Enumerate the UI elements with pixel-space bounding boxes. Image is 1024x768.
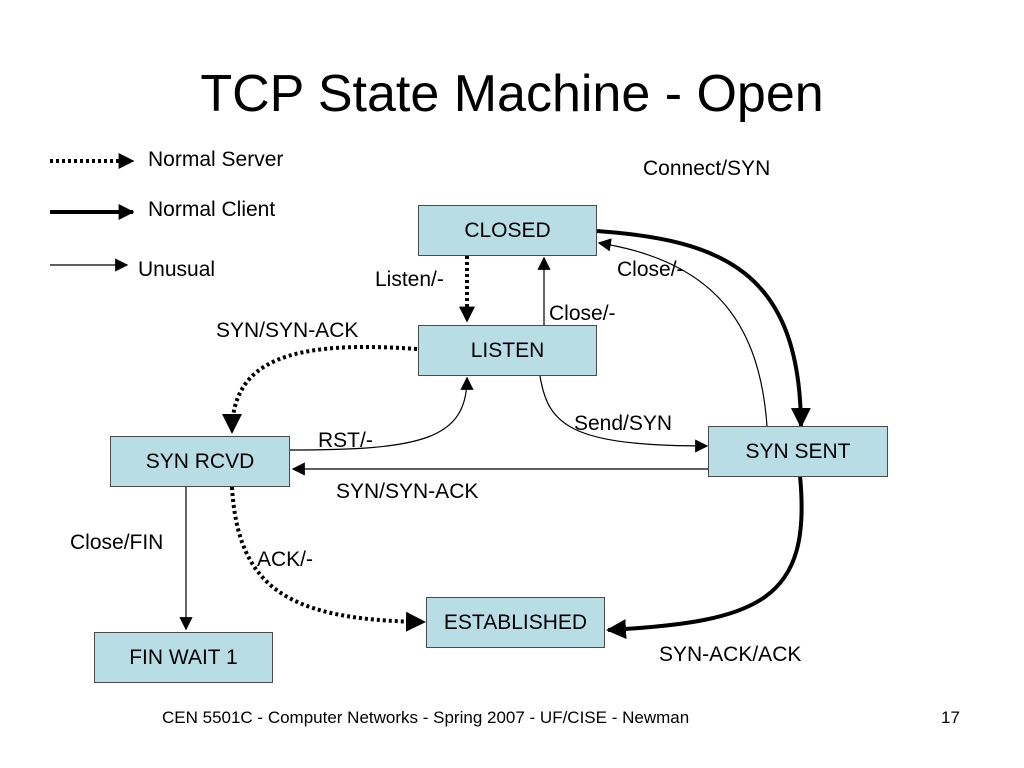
- label-close-fin: Close/FIN: [70, 531, 164, 554]
- edge-listen-to-synsent: [539, 375, 709, 453]
- edge-synsent-to-established: [606, 475, 804, 640]
- label-close-listen: Close/-: [549, 302, 616, 325]
- state-listen: LISTEN: [418, 325, 597, 376]
- label-connect-syn: Connect/SYN: [643, 157, 771, 180]
- state-established: ESTABLISHED: [426, 597, 605, 648]
- legend-unusual-label: Unusual: [138, 258, 216, 281]
- label-close-synsent: Close/-: [617, 258, 684, 281]
- legend-client-label: Normal Client: [148, 198, 276, 221]
- label-ack: ACK/-: [257, 548, 314, 571]
- label-rst: RST/-: [318, 429, 373, 452]
- label-send-syn: Send/SYN: [574, 412, 673, 435]
- edge-closed-to-synsent: [596, 229, 811, 428]
- state-syn-rcvd: SYN RCVD: [110, 436, 290, 487]
- legend-server-label: Normal Server: [148, 148, 284, 171]
- edge-synsent-to-closed: [597, 238, 768, 427]
- footer-course: CEN 5501C - Computer Networks - Spring 2…: [162, 708, 690, 727]
- edge-synrcvd-to-listen: [289, 376, 474, 451]
- label-synack-ack: SYN-ACK/ACK: [659, 643, 802, 666]
- edge-listen-to-synrcvd: [222, 345, 418, 434]
- page-number: 17: [941, 708, 960, 727]
- state-fin-wait-1: FIN WAIT 1: [94, 632, 273, 683]
- label-listen: Listen/-: [375, 268, 444, 291]
- state-syn-sent: SYN SENT: [708, 426, 888, 477]
- state-closed: CLOSED: [418, 205, 597, 256]
- edge-synrcvd-to-established: [230, 486, 426, 632]
- slide-title: TCP State Machine - Open: [200, 65, 824, 123]
- label-syn-synack-sent: SYN/SYN-ACK: [336, 480, 479, 503]
- label-syn-synack-listen: SYN/SYN-ACK: [216, 319, 359, 342]
